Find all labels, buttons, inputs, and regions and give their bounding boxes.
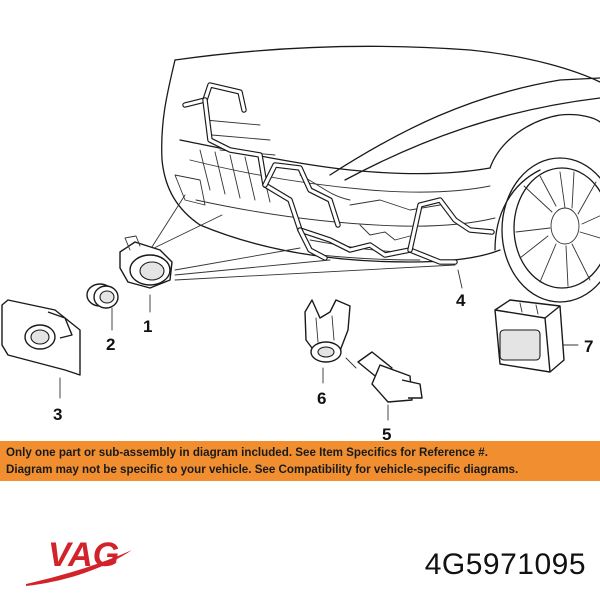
callout-3: 3 [53, 405, 62, 424]
sensor-holder [304, 299, 351, 363]
sensor-ring [86, 283, 119, 309]
radar-sensor [494, 299, 565, 373]
logo-text: VAG [48, 536, 119, 574]
disclaimer-banner: Only one part or sub-assembly in diagram… [0, 441, 600, 481]
vag-logo: VAG [26, 536, 132, 586]
callout-5: 5 [382, 425, 391, 440]
callout-6: 6 [317, 389, 326, 408]
callout-7: 7 [584, 337, 593, 356]
logo-swoosh [26, 550, 132, 586]
callout-4: 4 [456, 291, 466, 310]
parts-diagram: 1 2 3 4 5 6 7 [1, 45, 600, 440]
part-number: 4G5971095 [424, 548, 586, 581]
wheel [501, 157, 600, 303]
disclaimer-line-1: Only one part or sub-assembly in diagram… [6, 446, 488, 459]
sensor-bracket [1, 299, 81, 376]
callout-1: 1 [143, 317, 152, 336]
sensor-switch [345, 351, 423, 403]
disclaimer-line-2: Diagram may not be specific to your vehi… [6, 463, 519, 476]
wiring-harness [182, 82, 495, 265]
parking-sensor [119, 235, 173, 289]
callout-2: 2 [106, 335, 115, 354]
callout-labels: 1 2 3 4 5 6 7 [53, 291, 593, 440]
